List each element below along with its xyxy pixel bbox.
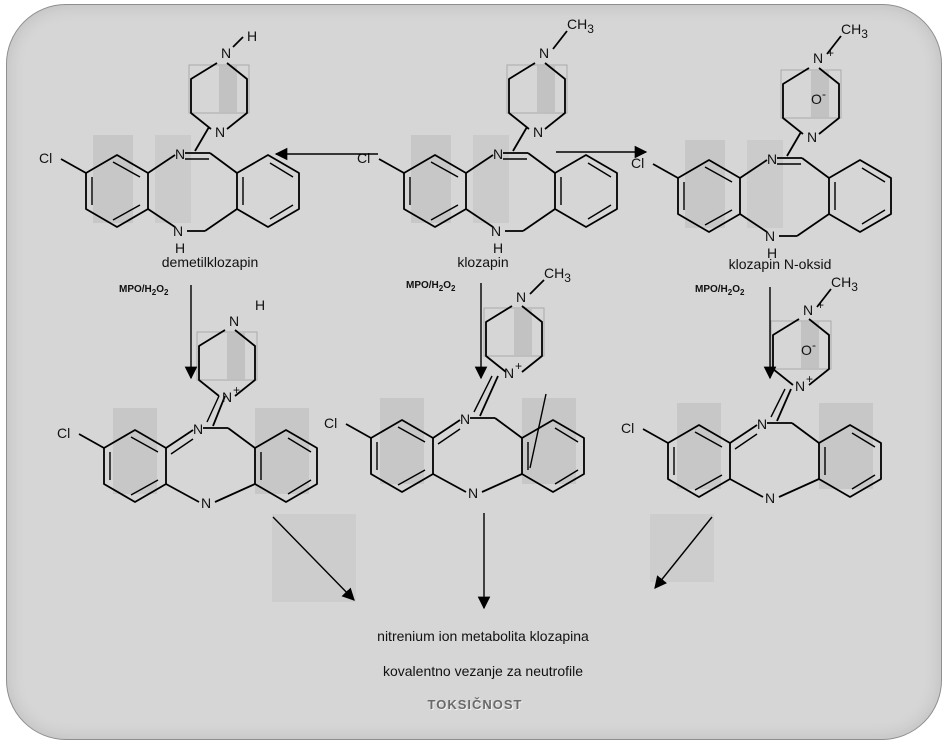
charge-plus-2: + xyxy=(817,298,824,312)
atom-n-plus: N xyxy=(222,389,232,405)
charge-plus: + xyxy=(233,383,240,397)
arrow-converge-left xyxy=(272,516,355,601)
atom-n-methyl: N xyxy=(516,289,526,305)
methyl-group: CH3 xyxy=(567,16,594,36)
atom-n-piperazine: N xyxy=(807,129,817,145)
atom-n-top: N xyxy=(229,313,239,329)
result-covalent-binding: kovalentno vezanje za neutrofile xyxy=(382,663,584,679)
condition-left: MPO/H2O2 xyxy=(119,284,169,297)
condition-right: MPO/H2O2 xyxy=(695,284,745,297)
atom-h-top: H xyxy=(255,297,265,313)
molecule-demetilklozapin: N N H xyxy=(38,28,300,257)
methyl-group: CH3 xyxy=(831,274,858,294)
molecule-klozapin: N N CH3 xyxy=(356,16,618,257)
atom-n-plus: N xyxy=(795,378,805,394)
label-demetilklozapin: demetilklozapin xyxy=(161,254,259,270)
atom-n-piperazine: N xyxy=(533,124,543,140)
diagram-panel xyxy=(6,4,942,740)
atom-o-minus: O xyxy=(801,342,812,358)
condition-center: MPO/H2O2 xyxy=(406,280,456,293)
atom-o-minus: O xyxy=(811,91,822,107)
label-klozapin-n-oksid: klozapin N-oksid xyxy=(728,256,832,272)
result-nitrenium: nitrenium ion metabolita klozapina xyxy=(377,628,589,644)
molecule-klozapin-n-oksid: N N + O - CH3 xyxy=(630,21,892,262)
atom-n-piperazine: N xyxy=(215,124,225,140)
charge-plus: + xyxy=(515,359,522,373)
result-toxicity: TOKSIČNOST xyxy=(427,697,523,712)
charge-minus: - xyxy=(812,338,816,352)
label-klozapin: klozapin xyxy=(457,254,509,270)
methyl-group: CH3 xyxy=(544,265,571,285)
atom-n-top: N xyxy=(221,45,231,61)
arrow-converge-right xyxy=(654,516,713,589)
metabolite-demetilklozapin-nitrenium: N + N H xyxy=(56,297,318,512)
atom-h-top: H xyxy=(247,28,257,44)
atom-n-oxide: N xyxy=(813,50,823,66)
metabolite-n-oksid-nitrenium: N + N + O - CH3 xyxy=(620,274,882,507)
metabolite-klozapin-nitrenium: N + N CH3 xyxy=(323,265,585,502)
atom-n-methyl: N xyxy=(539,45,549,61)
charge-minus: - xyxy=(822,87,826,101)
charge-plus: + xyxy=(806,372,813,386)
methyl-group: CH3 xyxy=(841,21,868,41)
charge-plus: + xyxy=(827,46,834,60)
atom-n-plus: N xyxy=(504,365,514,381)
atom-n-oxide: N xyxy=(803,302,813,318)
